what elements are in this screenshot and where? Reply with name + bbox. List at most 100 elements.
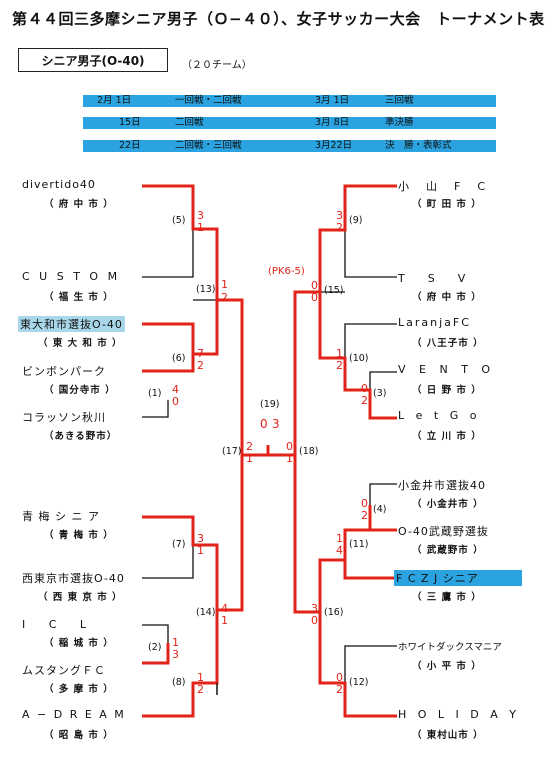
category-label: シニア男子(O-40) <box>18 48 168 72</box>
team-name: ムスタングＦＣ <box>22 664 106 677</box>
match-score: 7 <box>197 347 204 360</box>
schedule-date: 3月 1日 <box>315 95 350 106</box>
match-score: 0 <box>336 671 343 684</box>
match-score: 0 <box>311 614 318 627</box>
team-city: （ 武蔵野市 ） <box>412 545 484 556</box>
match-score: 1 <box>286 452 293 465</box>
team-city: （ 日 野 市 ） <box>412 385 482 396</box>
bracket-lines-black <box>142 229 397 695</box>
team-count: （２０チーム） <box>182 60 252 71</box>
match-score: 4 <box>221 602 228 615</box>
match-score: 2 <box>221 291 228 304</box>
match-number: (6) <box>172 353 186 364</box>
team-name: H O L I D A Y <box>398 708 520 721</box>
team-name: divertido40 <box>22 178 96 191</box>
match-number: (2) <box>148 642 162 653</box>
team-name: 青 梅 シ ニ ア <box>22 510 100 523</box>
match-score: 1 <box>197 221 204 234</box>
match-score: 0 <box>361 497 368 510</box>
team-name: A − D R E A M <box>22 708 126 721</box>
schedule-round: 二回戦・三回戦 <box>175 140 242 151</box>
match-score: 0 <box>172 395 179 408</box>
match-score: 1 <box>197 671 204 684</box>
team-name: コラッソン秋川 <box>22 411 106 424</box>
schedule-round: 二回戦 <box>175 117 204 128</box>
match-number: (14) <box>196 607 216 618</box>
team-name: 西東京市選抜O-40 <box>22 572 125 585</box>
match-number: (7) <box>172 539 186 550</box>
team-name: ビンボンパーク <box>22 365 106 378</box>
pk-note: (PK6-5) <box>268 266 305 277</box>
match-score: 2 <box>361 509 368 522</box>
schedule-date: 15日 <box>119 117 141 128</box>
match-number: (4) <box>373 504 387 515</box>
match-score: 0 <box>286 440 293 453</box>
team-name: F C Z J シニア <box>394 570 522 586</box>
match-number: (18) <box>299 446 319 457</box>
match-score: 2 <box>336 683 343 696</box>
schedule-date: 3月 8日 <box>315 117 350 128</box>
team-name: C U S T O M <box>22 270 121 283</box>
team-name: 小金井市選抜40 <box>398 479 486 492</box>
match-score: 0 <box>311 279 318 292</box>
schedule-row: 22日 二回戦・三回戦 3月22日 決 勝・表彰式 <box>83 140 496 152</box>
match-number: (9) <box>349 215 363 226</box>
match-score: 2 <box>197 683 204 696</box>
match-score: 2 <box>246 440 253 453</box>
match-score: 0 <box>311 291 318 304</box>
match-score: 1 <box>221 278 228 291</box>
match-score: 1 <box>221 614 228 627</box>
match-score: 2 <box>361 394 368 407</box>
match-number: (17) <box>222 446 242 457</box>
match-number: (1) <box>148 388 162 399</box>
match-score: 0 <box>361 382 368 395</box>
match-score: 3 <box>311 602 318 615</box>
match-score: 3 <box>272 417 280 431</box>
team-city: （ 西 東 京 市 ） <box>38 592 123 603</box>
team-city: （ 青 梅 市 ） <box>44 530 114 541</box>
team-city: （ 多 摩 市 ） <box>44 684 114 695</box>
team-city: （ 小 平 市 ） <box>412 661 482 672</box>
team-city: （ 東 大 和 市 ） <box>38 338 123 349</box>
team-name: 東大和市選抜O-40 <box>18 316 125 332</box>
match-number: (12) <box>349 677 369 688</box>
team-name: L e t G o <box>398 409 481 422</box>
match-number: (5) <box>172 215 186 226</box>
schedule-round: 準決勝 <box>385 117 414 128</box>
team-city: （ 町 田 市 ） <box>412 199 482 210</box>
team-city: （ 国分寺市 ） <box>44 385 116 396</box>
match-number: (13) <box>196 284 216 295</box>
schedule-round: 一回戦・二回戦 <box>175 95 242 106</box>
team-name: ホワイトダックスマニア <box>398 642 502 653</box>
match-score: 2 <box>336 359 343 372</box>
team-name: O-40武蔵野選抜 <box>398 525 489 538</box>
schedule-row: 15日 二回戦 3月 8日 準決勝 <box>83 117 496 129</box>
team-city: （あきる野市） <box>44 431 118 442</box>
match-number: (3) <box>373 388 387 399</box>
match-number: (11) <box>349 539 369 550</box>
match-number: (19) <box>260 399 280 410</box>
team-name: T S V <box>398 272 472 285</box>
match-score: 3 <box>336 209 343 222</box>
team-name: LaranjaFC <box>398 316 471 329</box>
team-city: （ 府 中 市 ） <box>44 199 114 210</box>
match-score: 4 <box>172 383 179 396</box>
match-score: 1 <box>246 452 253 465</box>
match-score: 3 <box>172 648 179 661</box>
match-score: 1 <box>197 544 204 557</box>
match-score: 3 <box>197 209 204 222</box>
page-title: 第４４回三多摩シニア男子（Ｏ−４０）、女子サッカー大会 トーナメント表 <box>12 10 545 28</box>
team-city: （ 稲 城 市 ） <box>44 638 114 649</box>
team-city: （ 府 中 市 ） <box>412 292 482 303</box>
match-score: 2 <box>197 359 204 372</box>
schedule-round: 三回戦 <box>385 95 414 106</box>
team-city: （ 立 川 市 ） <box>412 431 482 442</box>
match-score: 4 <box>336 544 343 557</box>
schedule-row: 2月 1日 一回戦・二回戦 3月 1日 三回戦 <box>83 95 496 107</box>
match-score: 1 <box>336 347 343 360</box>
match-score: 0 <box>260 417 268 431</box>
team-city: （ 三 鷹 市 ） <box>412 592 482 603</box>
team-name: I C L <box>22 618 90 631</box>
match-score: 2 <box>336 221 343 234</box>
